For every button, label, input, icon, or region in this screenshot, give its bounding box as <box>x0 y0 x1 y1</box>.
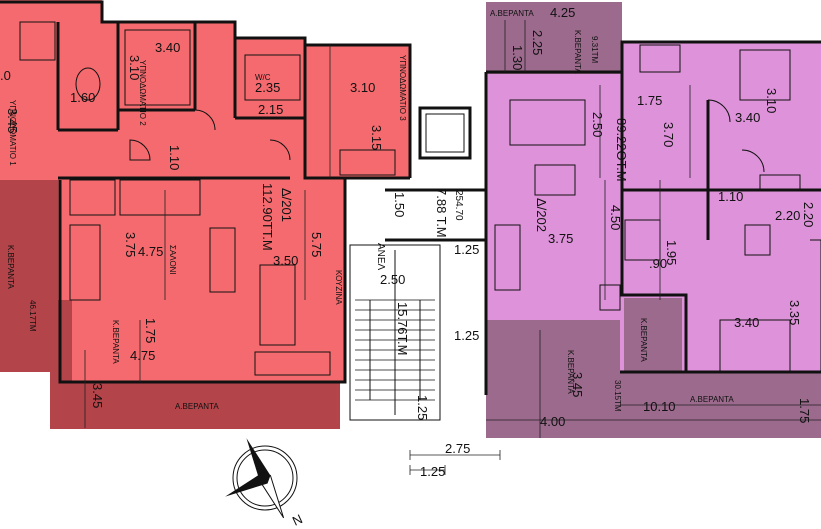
left-unit-fill <box>0 0 410 382</box>
core-stair-area: 15.76Τ.Μ <box>395 302 410 356</box>
right-dim-d12: 4.50 <box>608 205 623 230</box>
right-room-a-veranda-bottom: Α.ΒΕΡΑΝΤΑ <box>690 395 734 404</box>
left-dim-d5: 2.35 <box>255 80 280 95</box>
left-room-a-veranda: Α.ΒΕΡΑΝΤΑ <box>175 402 219 411</box>
right-dim-d7: 3.10 <box>764 88 779 113</box>
right-dim-d3: 1.30 <box>510 45 525 70</box>
left-room-k-veranda: Κ.ΒΕΡΑΝΤΑ <box>111 320 120 364</box>
core-area-top: 7.88 Τ.Μ <box>434 188 449 238</box>
left-dim-d2: 3.10 <box>127 55 142 80</box>
left-dim-d9: 1.10 <box>167 145 182 170</box>
right-dim-d17: 3.40 <box>734 315 759 330</box>
core-dim-d2: 1.25 <box>454 242 479 257</box>
left-labels: 3.40 3.10 1.60 3.45 .0 2.35 2.15 3.10 3.… <box>0 40 407 411</box>
right-dim-d20: 10.10 <box>643 399 676 414</box>
left-room-bedroom3: ΥΠΝΟΔΩΜΑΤΙΟ 3 <box>398 55 407 121</box>
right-room-k-veranda-mid: Κ.ΒΕΡΑΝΤΑ <box>639 318 648 362</box>
right-unit-area: 89.22ΟΤ.Μ <box>614 118 629 182</box>
left-side-area: 46.17ΤΜ <box>28 300 37 332</box>
left-dim-d6: 2.15 <box>258 102 283 117</box>
right-unit-name: Δ/202 <box>534 198 549 232</box>
left-dim-d13: 3.50 <box>273 253 298 268</box>
left-dim-d16: 3.45 <box>90 383 105 408</box>
left-dim-d7: 3.10 <box>350 80 375 95</box>
core-dim-d5: 1.25 <box>415 395 430 420</box>
right-dim-d5: 2.50 <box>590 112 605 137</box>
right-room-a-veranda-top: Α.ΒΕΡΑΝΤΑ <box>490 9 534 18</box>
right-dim-d14: 1.95 <box>664 240 679 265</box>
right-dim-d9: 1.10 <box>718 189 743 204</box>
right-dim-d4: 1.75 <box>637 93 662 108</box>
left-dim-d3: 1.60 <box>70 90 95 105</box>
dimension-lines <box>84 20 821 475</box>
core <box>349 106 485 421</box>
core-area-top-dim: 254.70 <box>453 190 464 221</box>
left-unit-name: Δ/201 <box>279 188 294 222</box>
right-room-k-veranda-top: Κ.ΒΕΡΑΝΤΑ <box>573 30 582 74</box>
left-room-wc: W/C <box>255 73 271 82</box>
left-room-kitchen: ΚΟΥΖΙΝΑ <box>334 270 343 305</box>
right-dim-d13: 3.75 <box>548 231 573 246</box>
right-dim-d8: 3.40 <box>735 110 760 125</box>
right-dim-d10: 2.20 <box>775 208 800 223</box>
left-dim-d11: 4.75 <box>138 244 163 259</box>
right-mid-veranda-fill <box>624 298 682 372</box>
left-dim-d14: 1.75 <box>143 318 158 343</box>
right-dim-d11: 2.20 <box>801 202 816 227</box>
core-dim-d4: 1.25 <box>454 328 479 343</box>
right-dim-d19: 4.00 <box>540 414 565 429</box>
left-dim-d8: 3.15 <box>369 125 384 150</box>
north-arrow-icon: N <box>225 438 305 529</box>
right-room-k-veranda-bottom: Κ.ΒΕΡΑΝΤΑ <box>566 350 575 394</box>
right-dim-d16: 3.45 <box>570 372 585 397</box>
left-a-veranda-fill <box>50 382 340 429</box>
right-dim-d21: 1.75 <box>797 398 812 423</box>
right-top-veranda-fill <box>486 2 622 74</box>
left-walls <box>0 0 412 384</box>
right-dim-d6: 3.70 <box>661 122 676 147</box>
left-room-living: ΣΑΛΟΝΙ <box>168 245 177 275</box>
left-dim-d12: 5.75 <box>309 232 324 257</box>
right-labels: 4.25 2.25 1.30 1.75 2.50 3.70 3.10 3.40 … <box>490 5 816 429</box>
right-dim-d1: 4.25 <box>550 5 575 20</box>
right-bottom-veranda-fill <box>486 320 620 438</box>
right-dim-d2: 2.25 <box>530 30 545 55</box>
left-dim-d4: 3.45 <box>5 108 20 133</box>
right-walls <box>484 40 821 395</box>
right-small-area-bottom: 30.15ΤΜ <box>613 380 622 412</box>
core-dim-d7: 1.25 <box>420 464 445 479</box>
core-dim-d6: 2.75 <box>445 441 470 456</box>
core-dim-d3: 2.50 <box>380 272 405 287</box>
left-unit-area: 112.90ΤΤ.Μ <box>260 183 275 251</box>
core-elevator: ΑΝΕΛ <box>375 243 386 271</box>
left-room-k-veranda-side: Κ.ΒΕΡΑΝΤΑ <box>6 245 15 289</box>
left-room-bedroom2: ΥΠΝΟΔΩΜΑΤΙΟ 2 <box>138 60 147 126</box>
left-dim-d15: 4.75 <box>130 348 155 363</box>
north-label: N <box>290 511 305 529</box>
core-labels: 1.50 254.70 7.88 Τ.Μ ΑΝΕΛ 1.25 2.50 15.7… <box>375 188 479 479</box>
left-dim-d17: .0 <box>0 68 11 83</box>
right-dim-d15: .90 <box>649 256 667 271</box>
right-unit <box>486 2 821 438</box>
right-small-area-top: 9.31ΤΜ <box>590 36 599 63</box>
left-dim-d1: 3.40 <box>155 40 180 55</box>
left-room-bedroom1: ΥΠΝΟΔΩΜΑΤΙΟ 1 <box>8 100 17 166</box>
stair-treads <box>355 299 435 401</box>
core-dim-d1: 1.50 <box>392 192 407 217</box>
right-dim-d18: 3.35 <box>787 300 802 325</box>
left-dim-d10: 3.75 <box>123 232 138 257</box>
